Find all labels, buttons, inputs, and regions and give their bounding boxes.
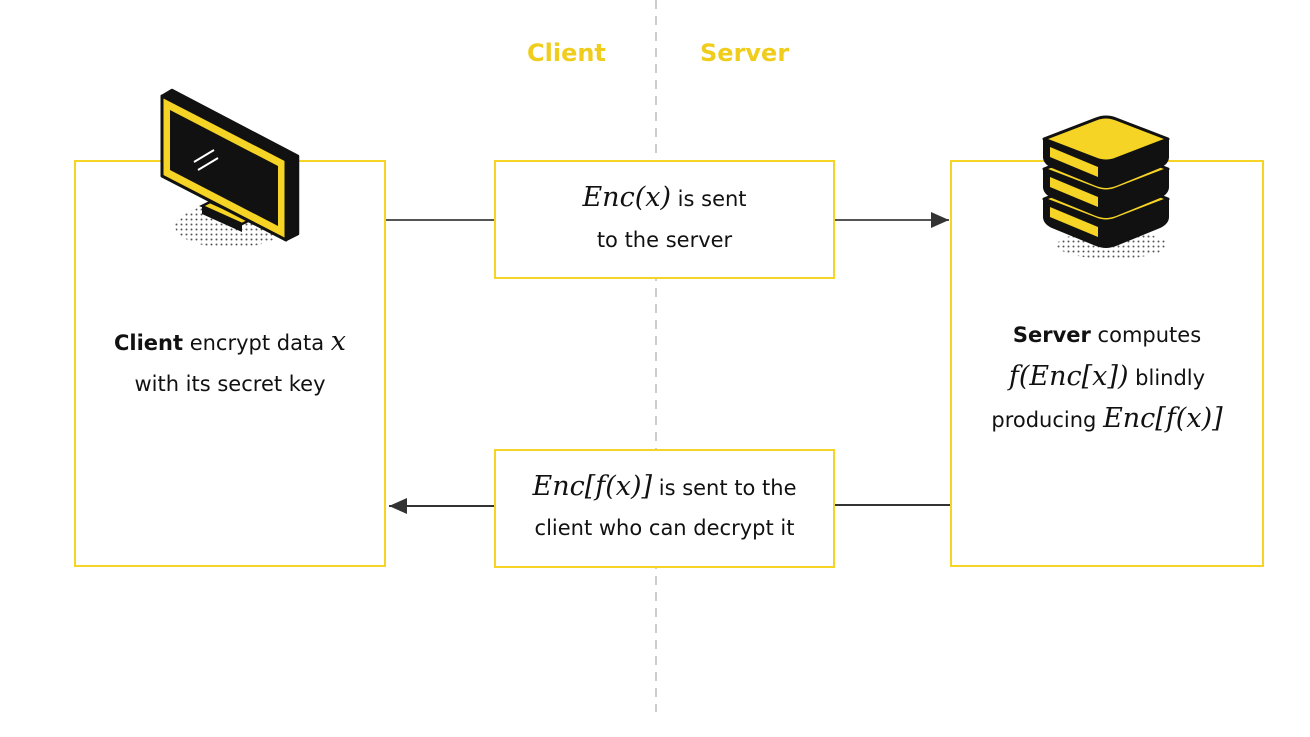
client-column-heading: Client <box>527 39 606 67</box>
server-result-math: Enc[f(x)] <box>1103 403 1223 434</box>
top-message-text1: is sent <box>677 187 747 211</box>
bottom-message-line2: client who can decrypt it <box>534 516 795 540</box>
client-data-var: x <box>330 326 347 357</box>
client-label: Client <box>113 331 184 355</box>
top-message-math: Enc(x) <box>582 182 671 213</box>
server-compute-math: f(Enc[x]) <box>1008 361 1129 392</box>
client-box-line2: with its secret key <box>134 372 326 396</box>
server-box-line3: producing Enc[f(x)] <box>950 399 1264 440</box>
top-message-line2: to the server <box>596 228 733 252</box>
server-action-text: computes <box>1097 323 1202 347</box>
bottom-message-line1: Enc[f(x)] is sent to the <box>494 467 835 508</box>
client-box-line1: Client encrypt data x <box>74 322 386 363</box>
bottom-message-box <box>494 449 835 568</box>
top-message-box <box>494 160 835 279</box>
monitor-icon <box>160 88 300 248</box>
server-result-text: producing <box>991 408 1097 432</box>
bottom-message-math: Enc[f(x)] <box>532 471 653 502</box>
server-label: Server <box>1012 323 1091 347</box>
server-stack-icon <box>1042 115 1170 259</box>
server-compute-text: blindly <box>1135 366 1206 390</box>
client-action-text: encrypt data <box>189 331 325 355</box>
top-message-line1: Enc(x) is sent <box>494 178 835 219</box>
server-box-line1: Server computes <box>950 315 1264 355</box>
server-box-line2: f(Enc[x]) blindly <box>950 357 1264 398</box>
bottom-message-text1: is sent to the <box>658 476 797 500</box>
server-column-heading: Server <box>700 39 790 67</box>
